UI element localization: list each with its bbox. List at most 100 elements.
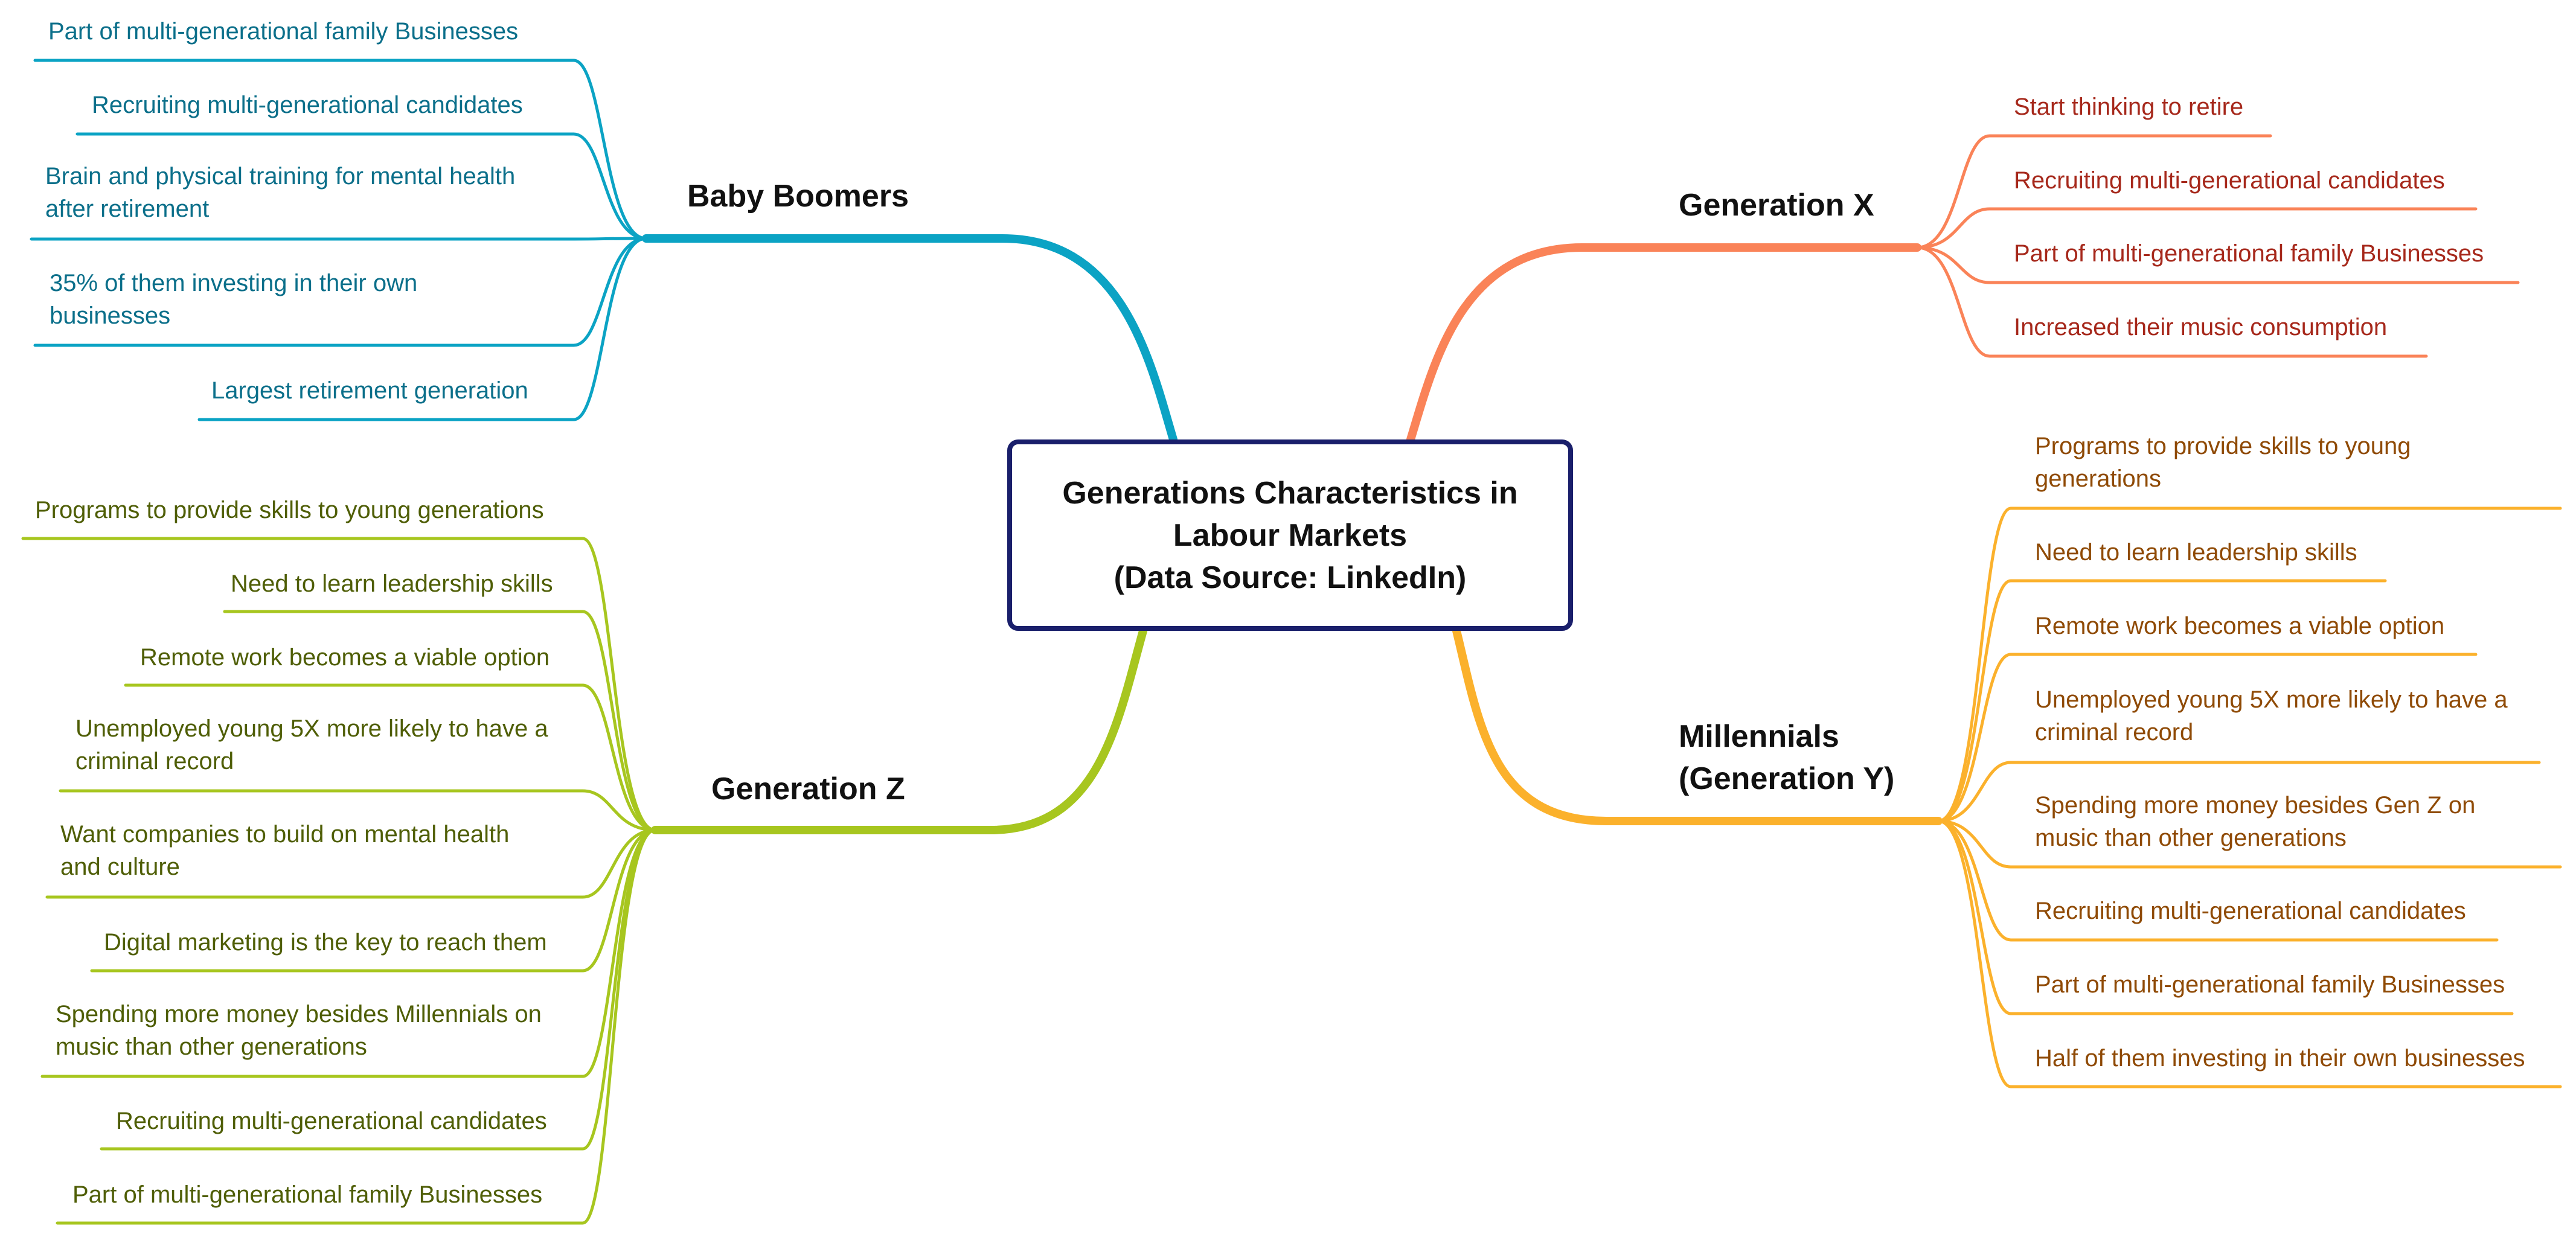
generation-z-leaf-connector bbox=[45, 828, 657, 899]
baby-boomers-leaf-line: 35% of them investing in their own bbox=[50, 270, 418, 296]
millennials-leaf: Recruiting multi-generational candidates bbox=[2035, 895, 2466, 927]
generation-z-leaf-line: Want companies to build on mental health bbox=[60, 821, 510, 848]
generation-z-leaf-line: music than other generations bbox=[56, 1034, 367, 1060]
generation-x-leaf-line: Recruiting multi-generational candidates bbox=[2014, 167, 2445, 194]
generation-z-title-line: Generation Z bbox=[711, 772, 905, 807]
generation-x-leaf-line: Start thinking to retire bbox=[2014, 94, 2244, 120]
baby-boomers-leaf-connector bbox=[30, 237, 648, 241]
generation-z-leaf: Digital marketing is the key to reach th… bbox=[104, 926, 547, 959]
baby-boomers-leaf-connector bbox=[75, 132, 648, 240]
millennials-title: Millennials (Generation Y) bbox=[1679, 715, 1894, 800]
millennials-leaf: Programs to provide skills to young gener… bbox=[2035, 430, 2411, 495]
generation-z-leaf-line: Digital marketing is the key to reach th… bbox=[104, 929, 547, 956]
millennials-leaf-line: Programs to provide skills to young bbox=[2035, 433, 2411, 459]
millennials-leaf-line: Recruiting multi-generational candidates bbox=[2035, 898, 2466, 924]
generation-x-leaf-line: Part of multi-generational family Busine… bbox=[2014, 240, 2484, 267]
central-topic-line: Generations Characteristics in bbox=[1062, 475, 1518, 511]
millennials-leaf: Spending more money besides Gen Z on musi… bbox=[2035, 789, 2475, 854]
millennials-leaf-line: generations bbox=[2035, 465, 2162, 492]
millennials-leaf-line: Part of multi-generational family Busine… bbox=[2035, 971, 2505, 998]
millennials-leaf-connector bbox=[1937, 819, 2562, 1088]
generation-z-leaf-line: Recruiting multi-generational candidates bbox=[116, 1108, 547, 1134]
connector-layer bbox=[21, 59, 2562, 1225]
generation-x-leaf-line: Increased their music consumption bbox=[2014, 314, 2388, 340]
generation-x-title-line: Generation X bbox=[1679, 188, 1874, 223]
millennials-leaf-line: Half of them investing in their own busi… bbox=[2035, 1045, 2525, 1072]
millennials-leaf-connector bbox=[1937, 819, 2514, 1015]
millennials-leaf-line: Need to learn leadership skills bbox=[2035, 539, 2357, 566]
generation-x-leaf-connector bbox=[1915, 246, 2520, 284]
millennials-leaf-connector bbox=[1937, 579, 2387, 823]
baby-boomers-leaf-connector bbox=[33, 59, 648, 240]
millennials-leaf: Need to learn leadership skills bbox=[2035, 536, 2357, 569]
generation_x-trunk-connector bbox=[1406, 243, 1921, 444]
generation-z-leaf: Want companies to build on mental health… bbox=[60, 818, 509, 883]
generation-z-leaf: Unemployed young 5X more likely to have … bbox=[75, 712, 548, 778]
baby-boomers-leaf-connector bbox=[197, 237, 648, 421]
baby-boomers-leaf-line: Largest retirement generation bbox=[211, 377, 528, 404]
baby-boomers-leaf-line: Recruiting multi-generational candidates bbox=[92, 92, 523, 118]
generation-z-leaf-connector bbox=[90, 828, 657, 973]
central-topic: Generations Characteristics in Labour Ma… bbox=[1007, 439, 1573, 631]
generation-z-leaf: Spending more money besides Millennials … bbox=[56, 998, 542, 1063]
baby-boomers-leaf-connector bbox=[33, 237, 648, 347]
generation-z-leaf: Part of multi-generational family Busine… bbox=[72, 1178, 542, 1211]
generation-z-leaf-line: Need to learn leadership skills bbox=[231, 570, 553, 597]
baby-boomers-leaf-line: businesses bbox=[50, 302, 171, 329]
generation-z-leaf: Need to learn leadership skills bbox=[231, 567, 553, 600]
millennials-title-line: (Generation Y) bbox=[1679, 761, 1895, 796]
generation-z-leaf-connector bbox=[124, 683, 657, 832]
generation-z-leaf-connector bbox=[21, 537, 657, 832]
generation-z-leaf-connector bbox=[59, 789, 657, 832]
millennials-leaf-connector bbox=[1937, 506, 2562, 823]
generation-x-leaf: Start thinking to retire bbox=[2014, 91, 2243, 123]
millennials-leaf-line: Spending more money besides Gen Z on bbox=[2035, 792, 2476, 819]
baby-boomers-leaf: 35% of them investing in their own busine… bbox=[50, 267, 417, 332]
baby_boomers-trunk-connector bbox=[642, 234, 1177, 444]
millennials-leaf: Remote work becomes a viable option bbox=[2035, 610, 2444, 642]
generation-z-leaf-connector bbox=[56, 828, 657, 1225]
baby-boomers-leaf: Brain and physical training for mental h… bbox=[45, 160, 515, 225]
generation-z-leaf-line: Part of multi-generational family Busine… bbox=[72, 1181, 543, 1208]
generation-z-leaf: Programs to provide skills to young gene… bbox=[35, 494, 544, 526]
generation-z-leaf-line: Unemployed young 5X more likely to have … bbox=[75, 715, 548, 742]
millennials-leaf-connector bbox=[1937, 819, 2499, 942]
generation-x-leaf: Increased their music consumption bbox=[2014, 311, 2387, 344]
baby-boomers-leaf-line: Brain and physical training for mental h… bbox=[45, 163, 516, 190]
generation-z-leaf-line: Spending more money besides Millennials … bbox=[56, 1001, 542, 1027]
central-topic-line: (Data Source: LinkedIn) bbox=[1113, 560, 1467, 595]
millennials-leaf-connector bbox=[1937, 761, 2541, 823]
baby-boomers-leaf-line: after retirement bbox=[45, 196, 210, 222]
generation-x-leaf-connector bbox=[1915, 207, 2478, 249]
millennials-leaf-line: Remote work becomes a viable option bbox=[2035, 613, 2445, 639]
generation-x-leaf-connector bbox=[1915, 246, 2428, 358]
generation-x-leaf: Part of multi-generational family Busine… bbox=[2014, 237, 2484, 270]
generation_z-trunk-connector bbox=[651, 627, 1147, 834]
central-topic-line: Labour Markets bbox=[1173, 517, 1408, 553]
generation-x-title: Generation X bbox=[1679, 184, 1874, 226]
millennials-leaf-line: music than other generations bbox=[2035, 825, 2347, 851]
millennials-trunk-connector bbox=[1452, 627, 1943, 825]
generation-z-leaf-line: Remote work becomes a viable option bbox=[140, 644, 550, 671]
baby-boomers-leaf: Largest retirement generation bbox=[211, 374, 528, 407]
millennials-title-line: Millennials bbox=[1679, 719, 1839, 754]
millennials-leaf-connector bbox=[1937, 819, 2562, 869]
millennials-leaf: Unemployed young 5X more likely to have … bbox=[2035, 683, 2508, 749]
generation-z-leaf-line: Programs to provide skills to young gene… bbox=[35, 497, 544, 523]
generation-z-title: Generation Z bbox=[711, 768, 905, 810]
millennials-leaf-connector bbox=[1937, 653, 2478, 823]
baby-boomers-leaf-line: Part of multi-generational family Busine… bbox=[48, 18, 519, 45]
millennials-leaf-line: criminal record bbox=[2035, 719, 2194, 746]
baby-boomers-leaf: Recruiting multi-generational candidates bbox=[92, 89, 523, 121]
generation-x-leaf: Recruiting multi-generational candidates bbox=[2014, 164, 2445, 197]
millennials-leaf: Half of them investing in their own busi… bbox=[2035, 1042, 2525, 1075]
baby-boomers-title: Baby Boomers bbox=[687, 175, 909, 217]
generation-z-leaf: Remote work becomes a viable option bbox=[140, 641, 549, 674]
generation-x-leaf-connector bbox=[1915, 134, 2272, 249]
millennials-leaf-line: Unemployed young 5X more likely to have … bbox=[2035, 686, 2508, 713]
baby-boomers-title-line: Baby Boomers bbox=[687, 179, 909, 214]
millennials-leaf: Part of multi-generational family Busine… bbox=[2035, 968, 2505, 1001]
generation-z-leaf: Recruiting multi-generational candidates bbox=[116, 1105, 547, 1137]
generation-z-leaf-line: criminal record bbox=[75, 748, 234, 775]
baby-boomers-leaf: Part of multi-generational family Busine… bbox=[48, 15, 518, 48]
